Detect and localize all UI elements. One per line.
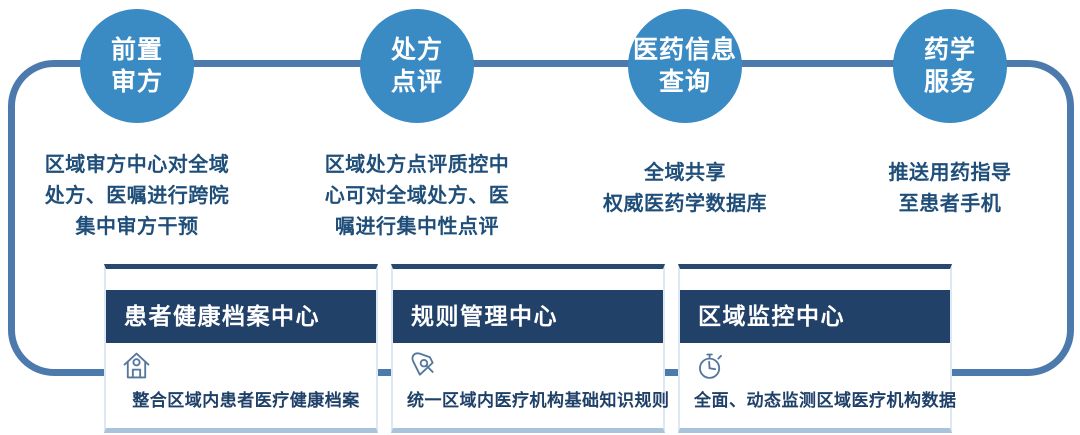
stopwatch-icon	[699, 353, 722, 379]
circle-pharmacy-service: 药学 服务	[893, 9, 1007, 123]
card-regional-monitoring-center: 区域监控中心 全面、动态监测区域医疗机构数据	[678, 264, 957, 433]
circle-label-line: 服务	[923, 68, 976, 96]
desc-line: 心可对全域处方、医	[324, 185, 510, 207]
desc-line: 推送用药指导	[888, 162, 1012, 184]
desc-line: 全域共享	[644, 162, 726, 184]
card-title: 患者健康档案中心	[106, 290, 376, 343]
desc-medical-info-query: 全域共享 权威医药学数据库	[555, 158, 815, 220]
desc-line: 区域处方点评质控中	[324, 154, 510, 176]
circle-pre-prescription-review: 前置 审方	[80, 9, 194, 123]
circle-label-line: 前置	[110, 36, 163, 64]
desc-line: 权威医药学数据库	[603, 193, 767, 215]
circle-label-line: 查询	[658, 68, 711, 96]
circle-medical-info-query: 医药信息 查询	[628, 9, 742, 123]
card-top-band	[393, 269, 663, 290]
desc-prescription-comment: 区域处方点评质控中 心可对全域处方、医 嘱进行集中性点评	[287, 150, 547, 243]
circle-label-line: 医药信息	[632, 36, 737, 64]
desc-line: 区域审方中心对全域	[44, 154, 230, 176]
card-title: 规则管理中心	[393, 290, 663, 343]
circle-label-line: 审方	[110, 68, 163, 96]
card-body: 整合区域内患者医疗健康档案	[106, 343, 376, 411]
card-desc: 整合区域内患者医疗健康档案	[132, 391, 360, 410]
desc-line: 集中审方干预	[75, 216, 199, 238]
desc-pharmacy-service: 推送用药指导 至患者手机	[820, 158, 1080, 220]
desc-line: 至患者手机	[898, 193, 1002, 215]
home-icon	[123, 352, 150, 379]
card-desc: 全面、动态监测区域医疗机构数据	[694, 391, 957, 410]
desc-line: 处方、医嘱进行跨院	[44, 185, 230, 207]
card-desc: 统一区域内医疗机构基础知识规则	[407, 391, 670, 410]
card-body: 统一区域内医疗机构基础知识规则	[393, 343, 670, 411]
circle-label-line: 药学	[923, 36, 976, 64]
card-top-band	[106, 269, 376, 290]
desc-pre-prescription-review: 区域审方中心对全域 处方、医嘱进行跨院 集中审方干预	[7, 150, 267, 243]
card-top-band	[680, 269, 950, 290]
card-title: 区域监控中心	[680, 290, 950, 343]
circle-label-line: 点评	[390, 68, 443, 96]
circle-label-line: 处方	[390, 36, 443, 64]
desc-line: 嘱进行集中性点评	[335, 216, 499, 238]
pen-search-icon	[411, 352, 434, 376]
circle-prescription-comment: 处方 点评	[360, 9, 474, 123]
card-rule-management-center: 规则管理中心 统一区域内医疗机构基础知识规则	[391, 264, 670, 433]
card-body: 全面、动态监测区域医疗机构数据	[680, 343, 957, 411]
card-patient-health-record-center: 患者健康档案中心 整合区域内患者医疗健康档案	[104, 264, 378, 433]
